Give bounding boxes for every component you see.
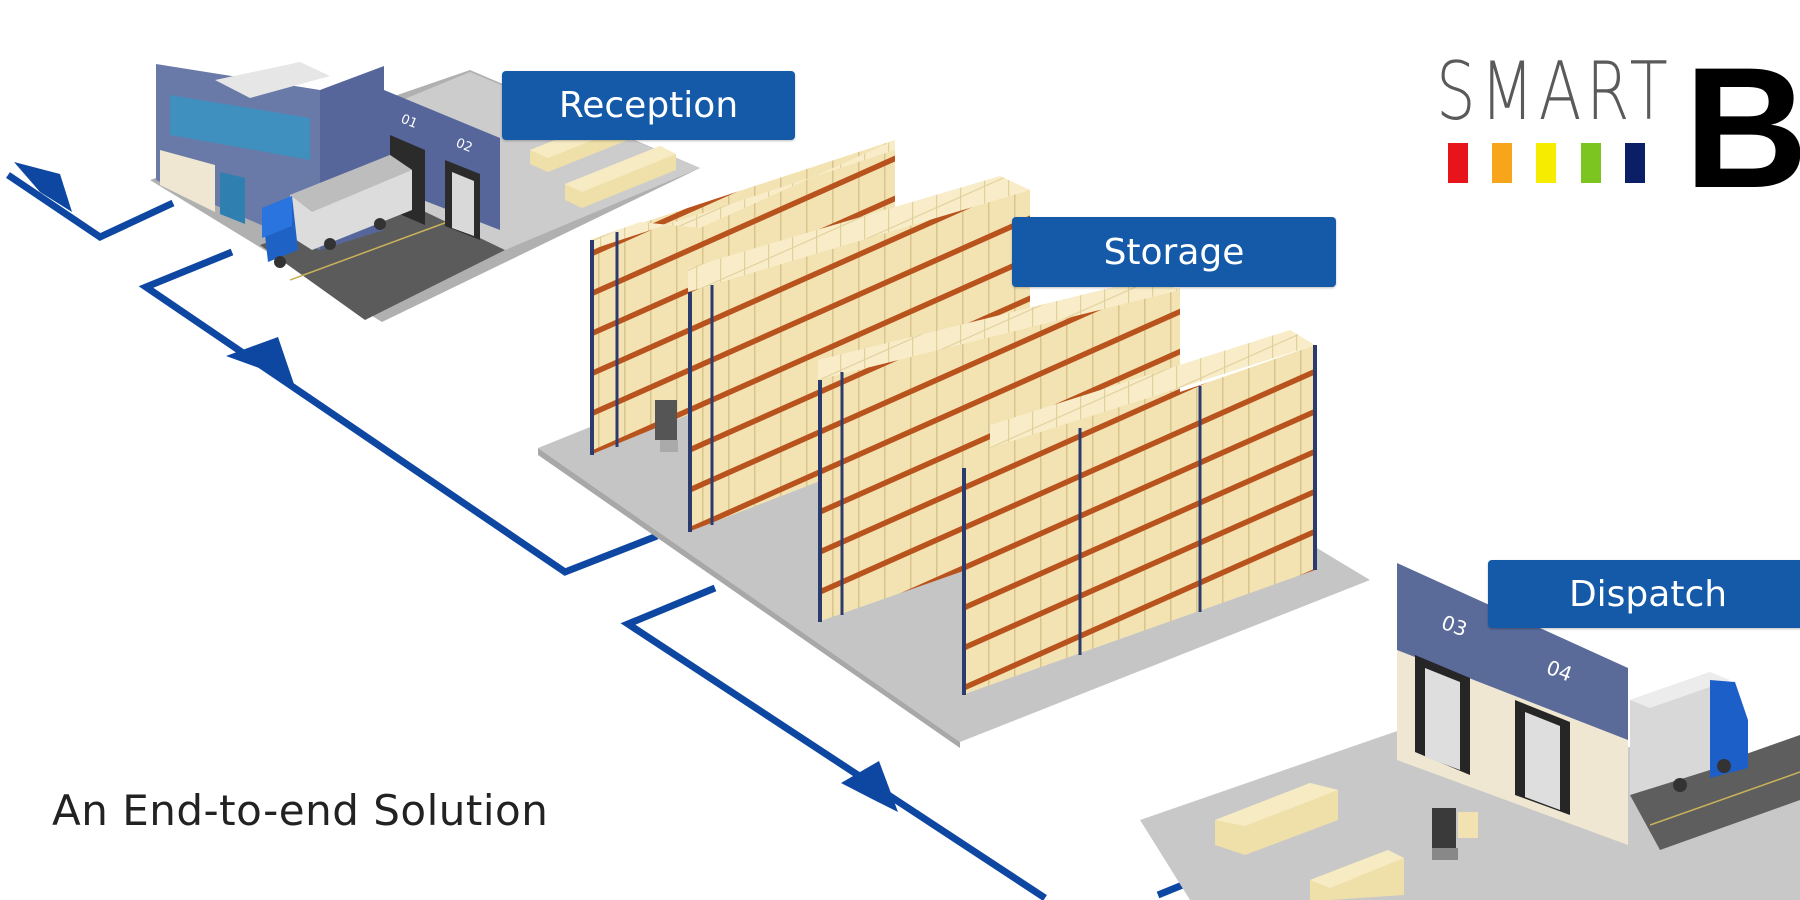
- logo-bar-green: [1581, 143, 1601, 183]
- logo-word: SMART: [1436, 45, 1673, 138]
- logo-bar-orange: [1492, 143, 1512, 183]
- arrow-icon: [226, 337, 296, 390]
- smartb-logo: SMART B: [1432, 42, 1800, 214]
- dock-number-01: 01: [399, 112, 420, 132]
- logo-bar-navy: [1625, 143, 1645, 183]
- storage-label-text: Storage: [1103, 231, 1245, 273]
- logo-letter: B: [1684, 32, 1800, 224]
- flow-segment-1: [6, 172, 175, 242]
- rack-row: [818, 288, 1180, 622]
- diagram-title: An End-to-end Solution: [52, 786, 549, 835]
- rack-row: [962, 345, 1315, 695]
- storage-area: [538, 140, 1370, 748]
- dispatch-label: Dispatch: [1488, 560, 1800, 628]
- arrow-icon: [14, 162, 72, 212]
- flow-segment-2: [138, 248, 659, 576]
- storage-forklift: [655, 400, 678, 452]
- dispatch-area: 03 04: [1140, 563, 1800, 900]
- dispatch-forklift: [1432, 808, 1478, 860]
- arrow-icon: [841, 761, 898, 812]
- flow-segment-4: [1156, 880, 1187, 899]
- dispatch-label-text: Dispatch: [1568, 573, 1728, 615]
- flow-segment-3: [620, 584, 1047, 900]
- reception-label-text: Reception: [558, 85, 739, 126]
- dispatch-truck: [1630, 672, 1748, 795]
- logo-bar-red: [1448, 143, 1468, 183]
- reception-truck: [262, 155, 412, 268]
- flow-arrows: [14, 162, 898, 812]
- dock-number-02: 02: [454, 136, 475, 156]
- reception-label: Reception: [502, 71, 795, 140]
- flow-path: [6, 172, 1187, 900]
- logo-bar-yellow: [1536, 143, 1556, 183]
- storage-label: Storage: [1012, 217, 1336, 287]
